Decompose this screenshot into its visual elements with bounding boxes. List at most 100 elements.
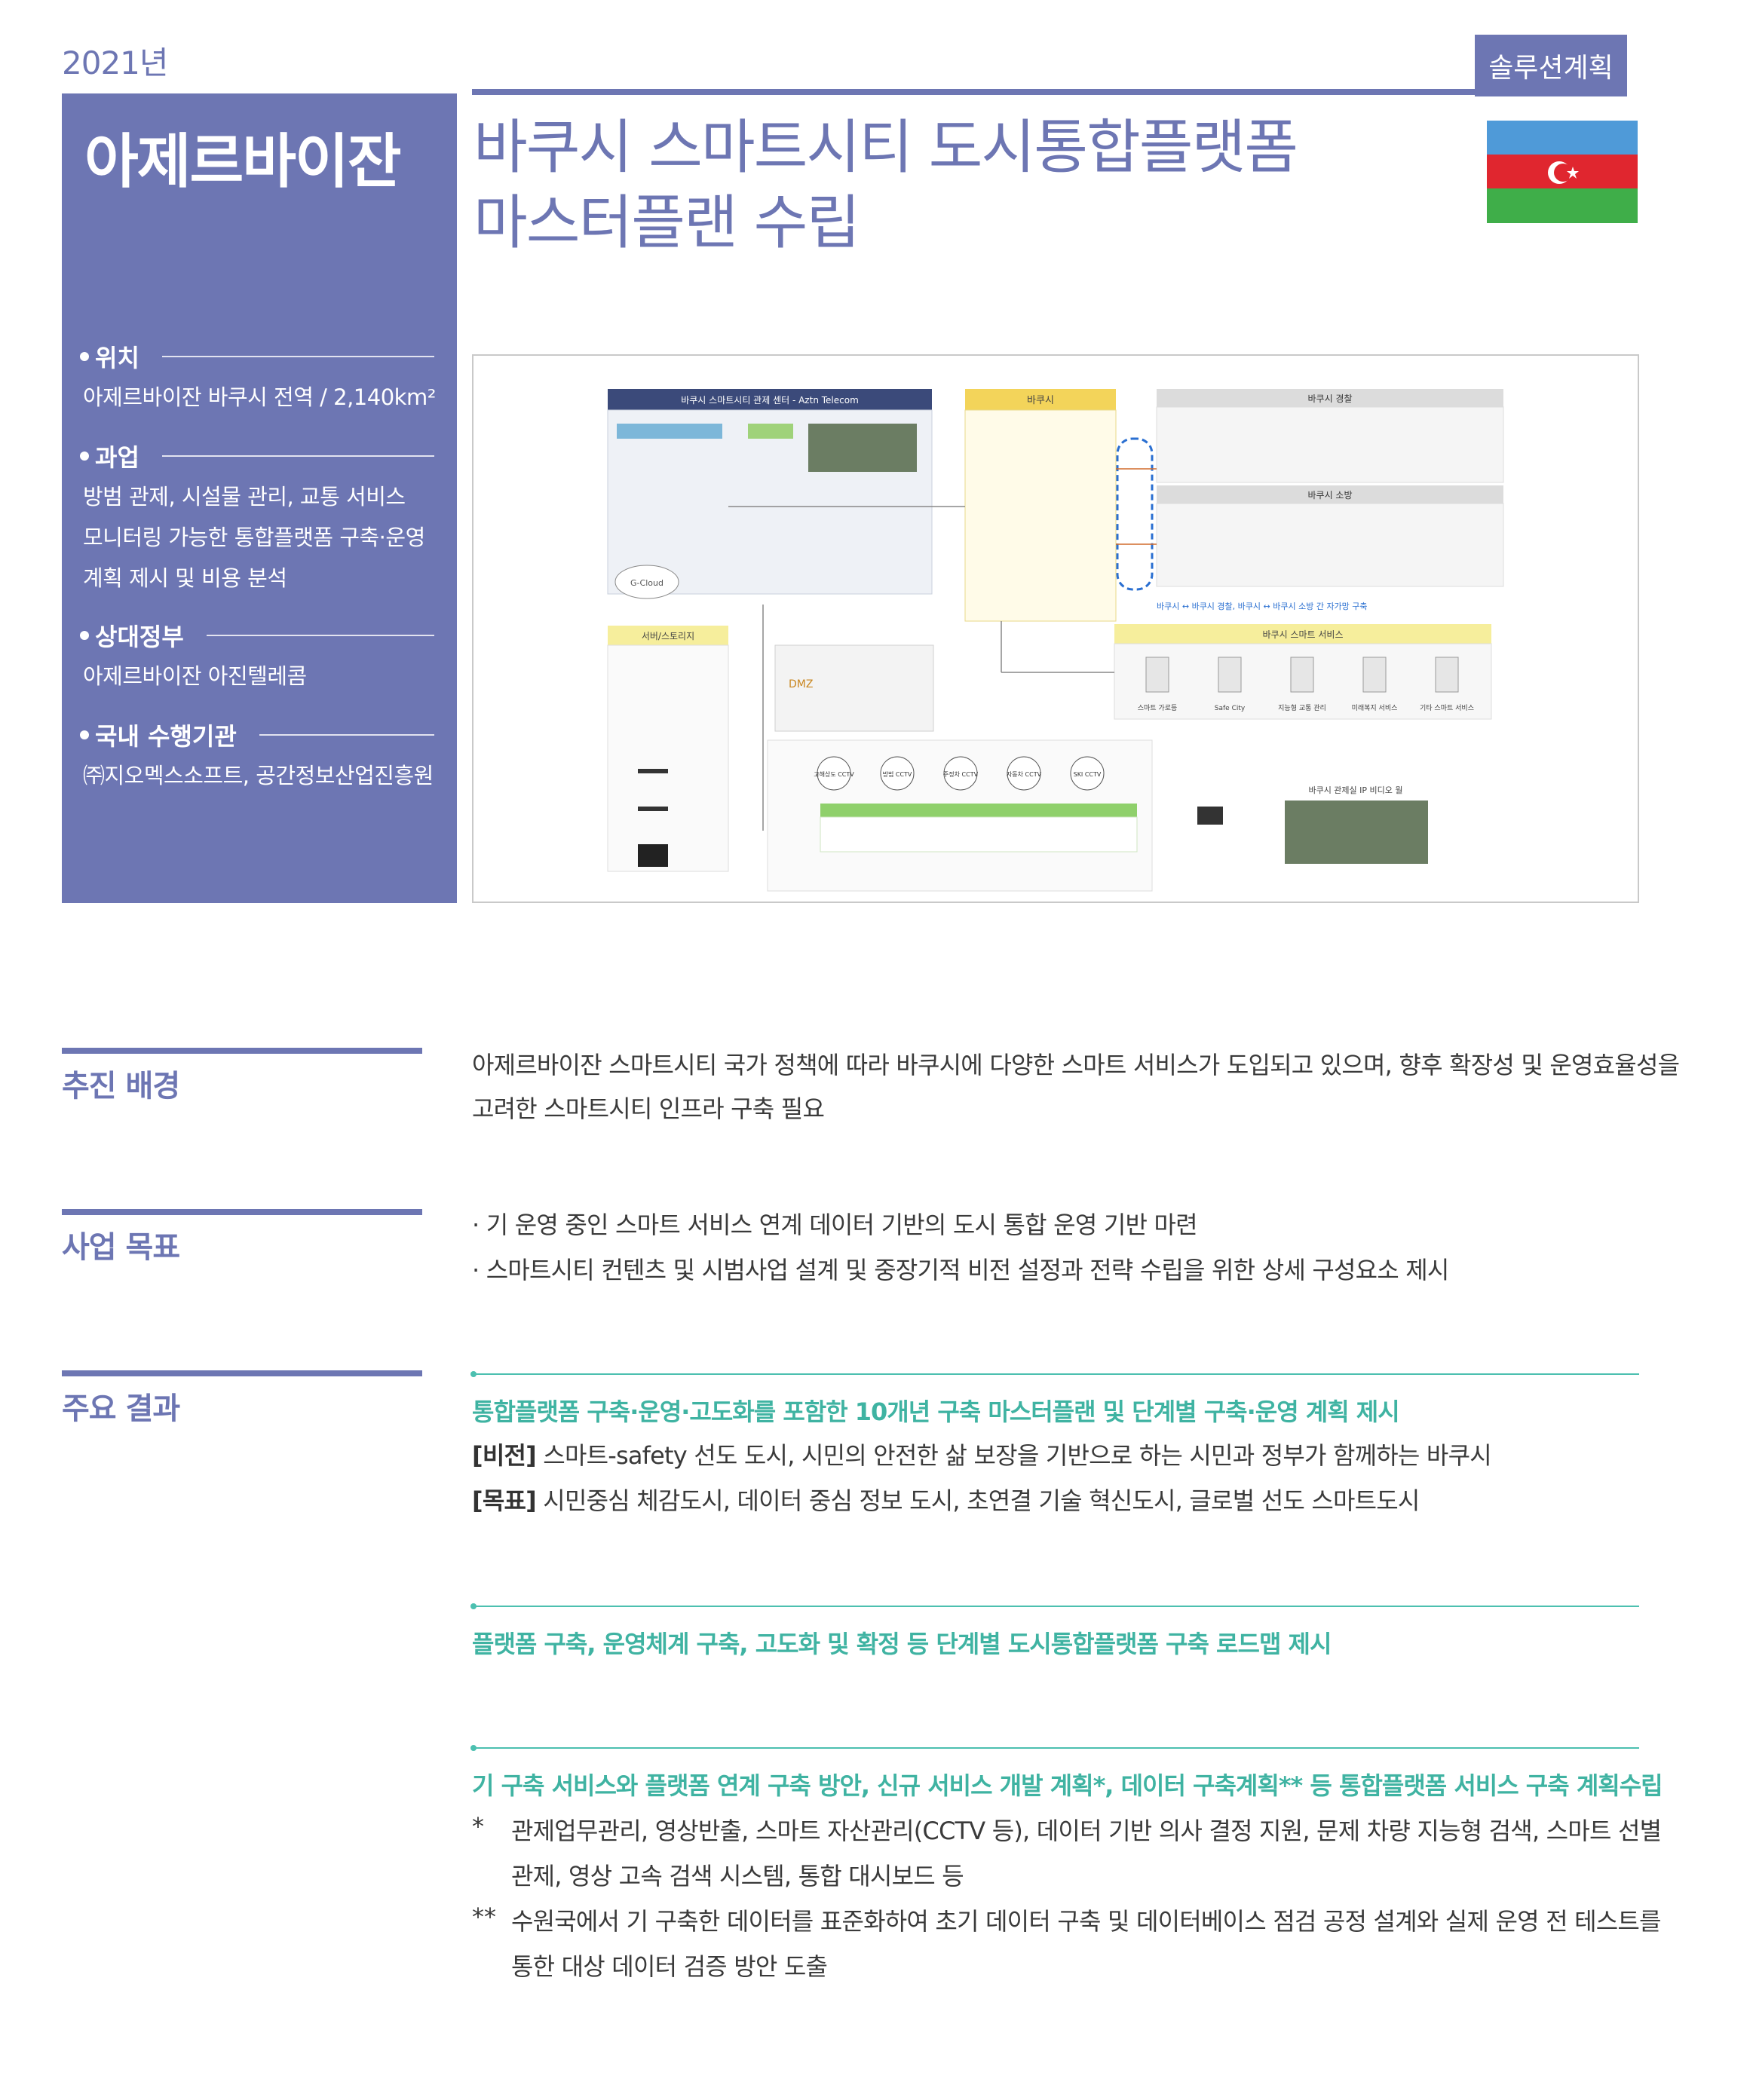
cloud-label: G-Cloud: [630, 578, 664, 588]
baku-label: 바쿠시: [1027, 395, 1054, 406]
task-heading: 과업: [80, 439, 434, 473]
service-server-icon: [1290, 657, 1314, 693]
baku-header: [965, 389, 1116, 410]
partner-value: 아제르바이잔 아진텔레콤: [83, 663, 307, 689]
cctv-camera-icon: [880, 756, 915, 791]
bullet-icon: [80, 631, 89, 640]
task-line-1: 방범 관제, 시설물 관리, 교통 서비스: [83, 484, 406, 510]
note2-mark: **: [472, 1903, 496, 1931]
target-text: 시민중심 체감도시, 데이터 중심 정보 도시, 초연결 기술 혁신도시, 글로…: [535, 1486, 1420, 1515]
task-line-2: 모니터링 가능한 통합플랫폼 구축·운영: [83, 525, 425, 550]
result3-rule: [472, 1747, 1639, 1749]
legend-text: 바쿠시 ↔ 바쿠시 경찰, 바쿠시 ↔ 바쿠시 소방 간 자가망 구축: [1157, 602, 1368, 611]
note2-line-1: 수원국에서 기 구축한 데이터를 표준화하여 초기 데이터 구축 및 데이터베이…: [511, 1907, 1661, 1936]
note1-line-2: 관제, 영상 고속 검색 시스템, 통합 대시보드 등: [511, 1862, 964, 1890]
server-label: 서버/스토리지: [642, 631, 694, 641]
background-line-2: 고려한 스마트시티 인프라 구축 필요: [472, 1094, 825, 1123]
goal-line-2: · 스마트시티 컨텐츠 및 시범사업 설계 및 중장기적 비전 설정과 전략 수…: [472, 1256, 1449, 1284]
cctv-camera-label: 자동차 CCTV: [1007, 771, 1042, 778]
goal-line-1: · 기 운영 중인 스마트 서비스 연계 데이터 기반의 도시 통합 운영 기반…: [472, 1211, 1198, 1239]
bullet-icon: [80, 352, 89, 361]
video-wall-label: 바쿠시 관제실 IP 비디오 월: [1308, 785, 1402, 795]
service-label-item: 미래복지 서비스: [1352, 704, 1398, 712]
result1-rule: [472, 1373, 1639, 1375]
service-server-icon: [1218, 657, 1242, 693]
video-wall-thumbnail: [1285, 801, 1428, 864]
result-heading: 주요 결과: [62, 1391, 180, 1426]
background-line-1: 아제르바이잔 스마트시티 국가 정책에 따라 바쿠시에 다양한 스마트 서비스가…: [472, 1051, 1680, 1079]
sidebar-panel: 아제르바이잔 위치 아제르바이잔 바쿠시 전역 / 2,140km² 과업 방범…: [62, 93, 457, 903]
task-label: 과업: [95, 443, 139, 472]
result3-title: 기 구축 서비스와 플랫폼 연계 구축 방안, 신규 서비스 개발 계획*, 데…: [472, 1771, 1663, 1800]
flag-band-blue: [1487, 121, 1638, 155]
bullet-icon: [80, 452, 89, 461]
background-heading: 추진 배경: [62, 1069, 180, 1104]
cctv-camera-label: 고해상도 CCTV: [814, 770, 854, 778]
decoder-icon: [1197, 807, 1223, 825]
year-label: 2021년: [62, 44, 169, 81]
dmz-label: DMZ: [789, 678, 813, 690]
cctv-camera-label: 방범 CCTV: [883, 770, 912, 778]
police-box: [1156, 406, 1504, 483]
system-architecture-diagram: 바쿠시 스마트시티 관제 센터 - Aztn Telecom DMZ G-Clo…: [472, 354, 1639, 903]
partner-heading: 상대정부: [80, 618, 434, 653]
ops-tag: [748, 424, 793, 439]
cloud-icon: [614, 565, 679, 599]
center-header-bar: [608, 389, 932, 410]
fire-header: [1157, 485, 1503, 504]
goal-heading: 사업 목표: [62, 1230, 180, 1265]
cctv-green-bar: [820, 804, 1137, 817]
cctv-camera-icon: [817, 756, 851, 791]
server-box: [607, 644, 729, 872]
category-badge: 솔루션계획: [1475, 35, 1627, 96]
service-label-item: 기타 스마트 서비스: [1420, 704, 1474, 712]
service-label-item: 지능형 교통 관리: [1278, 704, 1326, 712]
server-header: [608, 626, 728, 645]
crescent-star-icon: [1548, 161, 1579, 184]
service-label-item: Safe City: [1215, 705, 1246, 712]
project-title-line-2: 마스터플랜 수립: [473, 189, 860, 257]
project-title-line-1: 바쿠시 스마트시티 도시통합플랫폼: [473, 114, 1298, 182]
dmz-box: [774, 644, 934, 732]
partner-label: 상대정부: [95, 623, 184, 651]
platform-tag: [617, 424, 722, 439]
location-value: 아제르바이잔 바쿠시 전역 / 2,140km²: [83, 384, 436, 410]
divider: [161, 455, 434, 457]
note1-mark: *: [472, 1812, 484, 1841]
divider: [206, 635, 434, 636]
service-header: [1114, 624, 1491, 644]
cctv-camera-icon: [943, 756, 978, 791]
result1-dot: [470, 1371, 477, 1377]
vision-tag: [비전]: [472, 1441, 537, 1470]
diagram-svg: 바쿠시 스마트시티 관제 센터 - Aztn Telecom DMZ G-Clo…: [607, 389, 1504, 892]
agency-heading: 국내 수행기관: [80, 718, 434, 752]
map-thumbnail: [808, 424, 917, 472]
bullet-icon: [80, 730, 89, 739]
azerbaijan-flag-icon: [1487, 121, 1638, 223]
country-name: 아제르바이잔: [84, 128, 402, 196]
vision-text: 스마트-safety 선도 도시, 시민의 안전한 삶 보장을 기반으로 하는 …: [535, 1441, 1491, 1470]
location-heading: 위치: [80, 339, 434, 374]
target-tag: [목표]: [472, 1486, 537, 1515]
cctv-camera-icon: [1007, 756, 1041, 791]
service-server-icon: [1362, 657, 1387, 693]
service-server-icon: [1435, 657, 1459, 693]
service-server-icon: [1145, 657, 1169, 693]
goal-rule: [62, 1209, 422, 1215]
background-rule: [62, 1048, 422, 1054]
private-network-link: [1116, 437, 1154, 591]
result2-dot: [470, 1603, 477, 1609]
service-label: 바쿠시 스마트 서비스: [1263, 629, 1344, 640]
result1-title: 통합플랫폼 구축·운영·고도화를 포함한 10개년 구축 마스터플랜 및 단계별…: [472, 1397, 1400, 1426]
cctv-camera-label: SKI CCTV: [1074, 771, 1102, 778]
center-title: 바쿠시 스마트시티 관제 센터 - Aztn Telecom: [681, 395, 859, 406]
cctv-camera-icon: [1070, 756, 1105, 791]
note2-line-2: 통한 대상 데이터 검증 방안 도출: [511, 1952, 828, 1981]
result3-dot: [470, 1745, 477, 1751]
result2-rule: [472, 1606, 1639, 1607]
fire-box: [1156, 503, 1504, 587]
police-header: [1157, 389, 1503, 407]
cctv-monitors: [820, 816, 1138, 853]
